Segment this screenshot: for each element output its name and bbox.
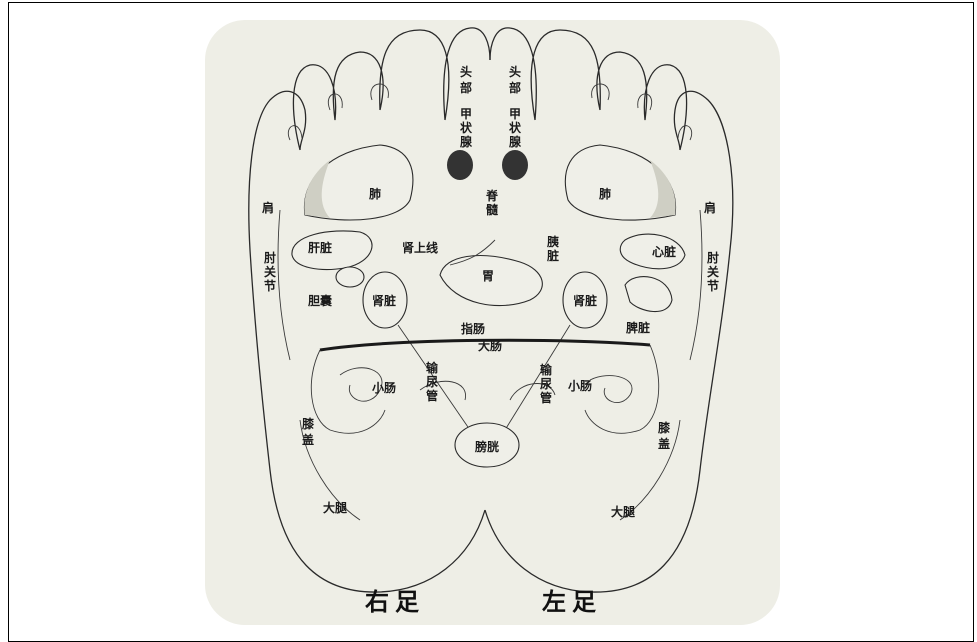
left-foot-title: 左足 — [542, 588, 602, 616]
label-elbow-r: 肘关节 — [264, 250, 276, 293]
label-ureter-l: 输尿管 — [540, 362, 553, 405]
label-elbow-l: 肘关节 — [707, 250, 719, 293]
thyroid-left-mark — [502, 150, 528, 180]
thyroid-right-mark — [447, 150, 473, 180]
label-thigh-r: 大腿 — [323, 500, 348, 515]
label-gallbladder: 胆囊 — [308, 293, 333, 308]
label-pancreas: 胰脏 — [547, 234, 559, 263]
label-large-intestine: 大肠 — [478, 338, 502, 353]
label-shoulder-r: 肩 — [262, 200, 274, 215]
label-thigh-l: 大腿 — [611, 504, 636, 519]
label-thyroid-r: 甲状腺 — [460, 107, 473, 149]
label-spine: 脊髓 — [485, 188, 499, 217]
label-kidney-l: 肾脏 — [573, 293, 597, 308]
label-bladder: 膀胱 — [474, 439, 499, 454]
label-adrenal: 肾上线 — [402, 240, 438, 255]
label-lung-l: 肺 — [599, 186, 611, 201]
label-ureter-r: 输尿管 — [426, 360, 439, 403]
label-kidney-r: 肾脏 — [372, 293, 396, 308]
label-heart: 心脏 — [652, 244, 676, 259]
gallbladder-shape — [336, 267, 364, 287]
label-liver: 肝脏 — [308, 240, 332, 255]
label-lung-r: 肺 — [369, 186, 381, 201]
right-foot-title: 右足 — [365, 588, 425, 616]
diagram-panel — [205, 20, 780, 625]
label-small-int-r: 小肠 — [372, 380, 396, 395]
label-stomach: 胃 — [482, 269, 494, 283]
label-thyroid-l: 甲状腺 — [509, 107, 522, 149]
label-shoulder-l: 肩 — [704, 200, 716, 215]
label-duodenum: 指肠 — [461, 321, 485, 336]
label-spleen: 脾脏 — [626, 320, 650, 335]
label-small-int-l: 小肠 — [568, 378, 592, 393]
